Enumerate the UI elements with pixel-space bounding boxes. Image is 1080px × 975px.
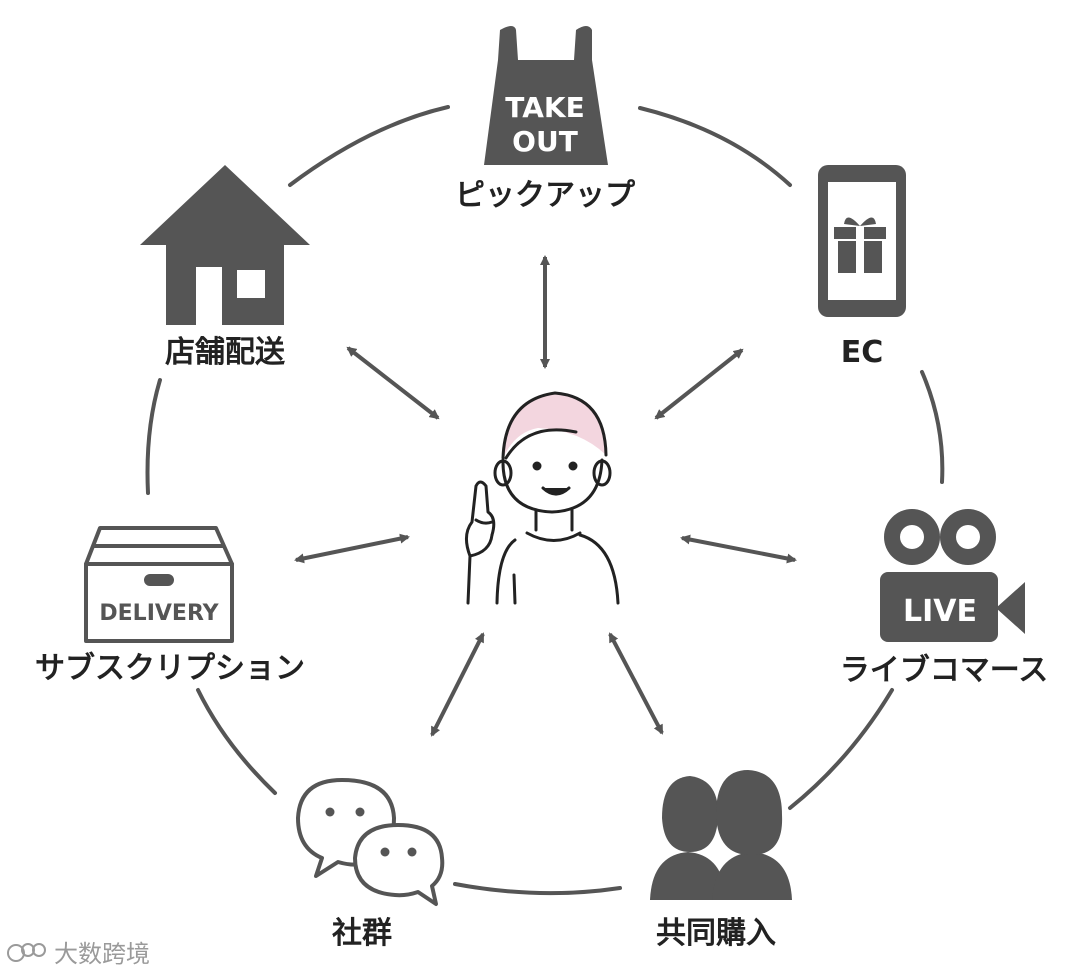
label-group-buy: 共同購入 <box>656 916 776 951</box>
ring <box>145 105 945 896</box>
arrow-subscription <box>294 533 410 564</box>
house-icon <box>140 165 310 325</box>
watermark-text: 大数跨境 <box>54 940 150 968</box>
arrow-store-delivery <box>346 346 440 420</box>
ring-arc-pickup-ec <box>638 106 792 187</box>
ring-arc-community-subscription <box>196 688 277 795</box>
label-pickup: ピックアップ <box>455 178 636 213</box>
ring-arc-live-groupbuy <box>788 688 894 810</box>
arrow-ec <box>654 348 744 420</box>
delivery-box-icon: DELIVERY <box>84 526 234 643</box>
ring-arc-subscription-store <box>145 378 162 495</box>
watermark: 大数跨境 <box>7 940 150 968</box>
delivery-badge: DELIVERY <box>99 601 219 626</box>
smartphone-gift-icon <box>818 165 906 317</box>
takeout-badge-line2: OUT <box>512 125 578 158</box>
label-community: 社群 <box>332 916 392 951</box>
live-badge: LIVE <box>903 594 977 629</box>
label-live: ライブコマース <box>840 653 1049 688</box>
video-camera-icon: LIVE <box>880 509 1025 642</box>
two-people-icon <box>650 770 792 900</box>
person-pointing-icon <box>465 391 620 605</box>
arrow-group-buy <box>608 632 664 735</box>
logo-icon <box>7 943 46 962</box>
ring-arc-ec-live <box>920 370 945 484</box>
ring-arc-store-pickup <box>288 105 450 187</box>
takeout-badge-line1: TAKE <box>505 91 584 124</box>
arrow-live <box>680 534 797 564</box>
connectors <box>294 255 797 737</box>
arrow-community <box>430 632 485 737</box>
chat-bubbles-icon <box>296 778 445 906</box>
takeout-bag-icon: TAKE OUT <box>484 26 608 165</box>
label-store-delivery: 店舗配送 <box>165 335 285 370</box>
label-ec: EC <box>841 335 884 370</box>
ring-arc-groupbuy-community <box>453 882 622 896</box>
labels: ピックアップ EC ライブコマース 共同購入 社群 サブスクリプション 店舗配送 <box>35 178 1048 951</box>
label-subscription: サブスクリプション <box>35 651 305 686</box>
